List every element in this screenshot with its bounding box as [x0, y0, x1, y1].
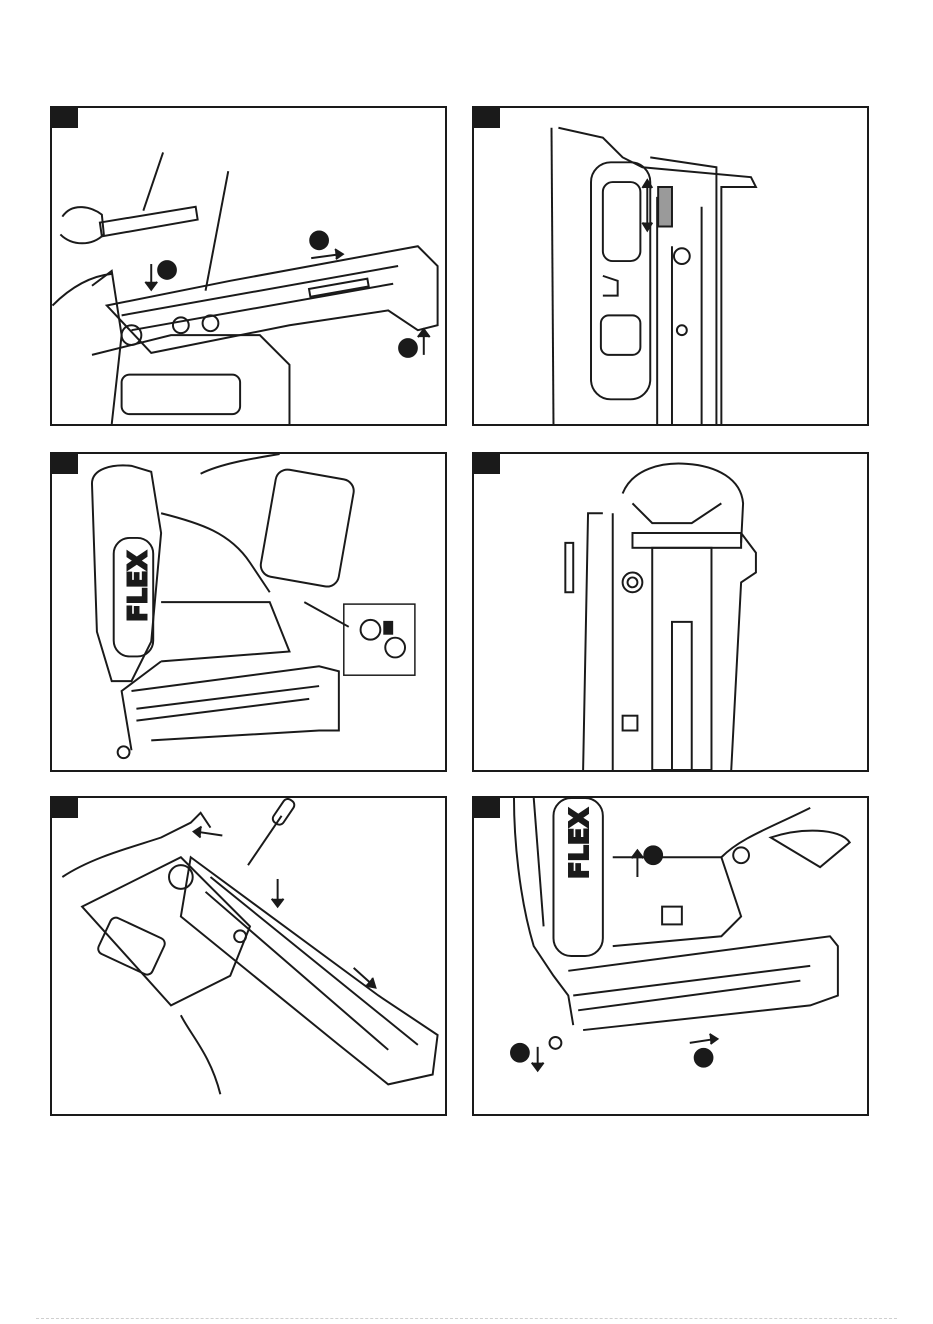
step-marker-icon: [158, 261, 176, 279]
arrow-down-icon: [272, 879, 284, 907]
step-marker-icon: [511, 1044, 529, 1062]
magazine: [181, 857, 438, 1084]
nailer-side-illustration: FLEX: [52, 454, 445, 770]
screwdriver-icon: [248, 798, 296, 865]
step-marker-icon: [310, 231, 328, 249]
brand-logo: FLEX: [565, 808, 595, 879]
brand-logo: FLEX: [123, 550, 153, 621]
arrow-right-icon: [311, 249, 343, 259]
arrow-right-icon: [690, 1034, 718, 1044]
magazine: [131, 666, 338, 740]
magazine-release-illustration: FLEX: [474, 798, 867, 1114]
arrow-up-icon: [418, 329, 430, 355]
arrow-down-icon: [532, 1047, 544, 1071]
step-marker-icon: [695, 1049, 713, 1067]
figure-panel-2: [472, 106, 869, 426]
arrow-down-icon: [145, 264, 157, 290]
figure-panel-5: [50, 796, 447, 1116]
arrow-up-icon: [631, 850, 643, 877]
figure-panel-1: [50, 106, 447, 426]
arrow-left-icon: [194, 827, 223, 838]
figure-panel-4: [472, 452, 869, 772]
depth-adjust-illustration: [474, 108, 867, 424]
nailer-front-illustration: [474, 454, 867, 770]
figure-panel-6: FLEX: [472, 796, 869, 1116]
magazine: [107, 246, 438, 353]
page-bottom-rule: [36, 1318, 897, 1319]
magazine: [568, 936, 838, 1030]
step-marker-icon: [399, 339, 417, 357]
nailer-loading-illustration: [52, 108, 445, 424]
jam-clearing-illustration: [52, 798, 445, 1114]
figure-panel-3: FLEX: [50, 452, 447, 772]
step-marker-icon: [644, 846, 662, 864]
switch-inset: [344, 604, 415, 675]
